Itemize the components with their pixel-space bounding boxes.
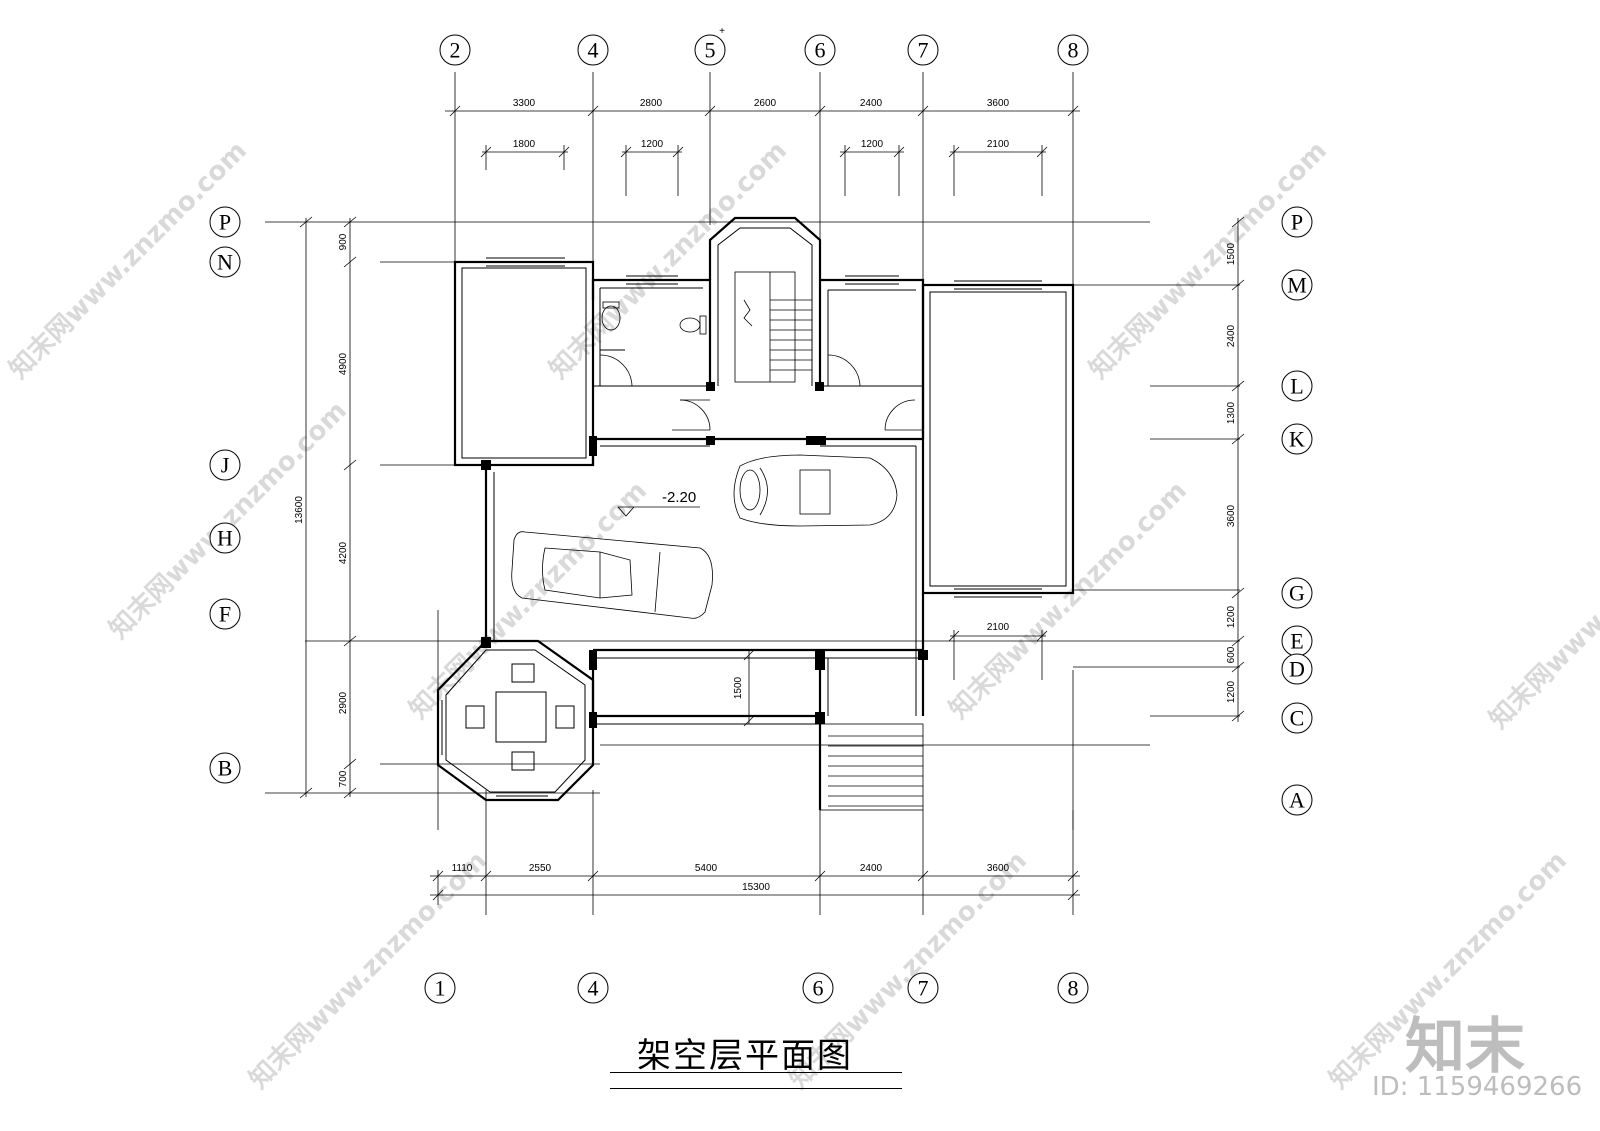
watermark: 知末网www.znzmo.com [244,846,493,1095]
axis-top-6: 6 [815,38,826,63]
walls [453,216,1075,810]
dim-left-3: 4200 [338,541,349,564]
dim-right-4: 3600 [1226,504,1237,527]
right-axis-bubbles: P M L K G E D C A [1281,206,1313,816]
car-icon [511,531,713,619]
axis-bottom-1: 1 [435,976,446,1001]
dim-front-window: 2100 [987,622,1010,633]
dim-window-2: 1200 [641,139,664,150]
dim-right-7: 1200 [1226,680,1237,703]
axis-right-D: D [1289,657,1305,682]
title-underline [610,1088,902,1089]
axis-left-B: B [218,756,233,781]
elevation-text: -2.20 [662,489,696,506]
axis-left-F: F [219,602,231,627]
axis-top-2: 2 [450,38,461,63]
dim-right-3: 1300 [1226,401,1237,424]
axis-right-M: M [1287,273,1307,298]
watermark: 知末网www.znzmo.com [1084,136,1333,385]
columns [481,382,928,728]
dim-left-5: 700 [338,770,349,787]
axis-right-C: C [1290,706,1305,731]
watermark: 知末网www.znzmo.com [944,476,1193,725]
title-underline [610,1072,902,1073]
dim-left-4: 2900 [338,691,349,714]
dim-top-3: 2600 [754,98,777,109]
watermark: 知末网www.znzmo.com [544,136,793,385]
dim-top-4: 2400 [860,98,883,109]
axis-right-K: K [1289,427,1305,452]
axis-left-J: J [221,453,230,478]
toilet-icon [601,301,707,335]
gazebo [436,639,595,802]
stairs-interior [734,271,812,383]
dim-bottom-5: 3600 [987,863,1010,874]
axis-bottom-6: 6 [813,976,824,1001]
dim-window-4: 2100 [987,139,1010,150]
dim-bottom-3: 5400 [695,863,718,874]
axis-left-N: N [217,250,233,275]
axis-right-G: G [1289,581,1305,606]
top-axis-bubbles: 2 4 5 + 6 7 8 [439,26,1089,66]
axis-right-A: A [1289,788,1305,813]
axis-bottom-7: 7 [918,976,929,1001]
bottom-dimensions: 1110 2550 5400 2400 3600 15300 [430,863,1080,905]
dim-left-1: 900 [338,233,349,250]
axis-top-4: 4 [588,38,599,63]
car-icon [733,454,898,527]
right-dimensions: 1500 2400 1300 3600 1200 600 1200 [1226,216,1245,722]
dim-bottom-1: 1110 [452,863,473,874]
axis-left-P: P [219,210,231,235]
dim-left-2: 4900 [338,352,349,375]
axis-bottom-8: 8 [1068,976,1079,1001]
watermarks: 知末网www.znzmo.com 知末网www.znzmo.com 知末网www… [4,136,1600,1095]
axis-top-8: 8 [1068,38,1079,63]
axis-right-P: P [1291,210,1303,235]
dim-top-1: 3300 [513,98,536,109]
dim-bottom-total: 15300 [742,882,770,893]
left-axis-bubbles: P N J H F B [209,206,241,784]
left-dimensions: 13600 900 4900 4200 2900 700 [294,216,357,799]
bottom-axis-bubbles: 1 4 6 7 8 [424,972,1089,1004]
doors [599,354,923,431]
image-id: ID: 1159469266 [1372,1072,1583,1102]
dim-porch-depth: 1500 [733,676,744,699]
axis-right-E: E [1290,629,1303,654]
dim-right-2: 2400 [1226,324,1237,347]
axis-top-marker: + [719,26,725,37]
stairs-exterior [819,723,924,811]
axis-top-7: 7 [918,38,929,63]
axis-top-5: 5 [705,38,716,63]
axis-bottom-4: 4 [588,976,599,1001]
elevation-marker: -2.20 [617,489,700,517]
watermark: 知末网www.znzmo.com [1484,486,1600,735]
axis-left-H: H [217,526,233,551]
brand-logo: 知末 [1405,1012,1525,1082]
dim-window-1: 1800 [513,139,536,150]
dim-bottom-4: 2400 [860,863,883,874]
grid-lines [265,72,1240,915]
dim-top-5: 3600 [987,98,1010,109]
top-dimensions: 3300 2800 2600 2400 3600 1800 1200 1200 … [445,98,1080,196]
dim-bottom-2: 2550 [529,863,552,874]
axis-right-L: L [1290,374,1303,399]
dim-window-3: 1200 [861,139,884,150]
dim-right-5: 1200 [1226,605,1237,628]
dim-right-6: 600 [1226,646,1237,663]
drawing-title: 架空层平面图 [637,1036,853,1076]
dim-left-total: 13600 [294,496,305,524]
dim-right-1: 1500 [1226,242,1237,265]
front-dimensions: 2100 1500 [733,622,1048,727]
dim-top-2: 2800 [640,98,663,109]
